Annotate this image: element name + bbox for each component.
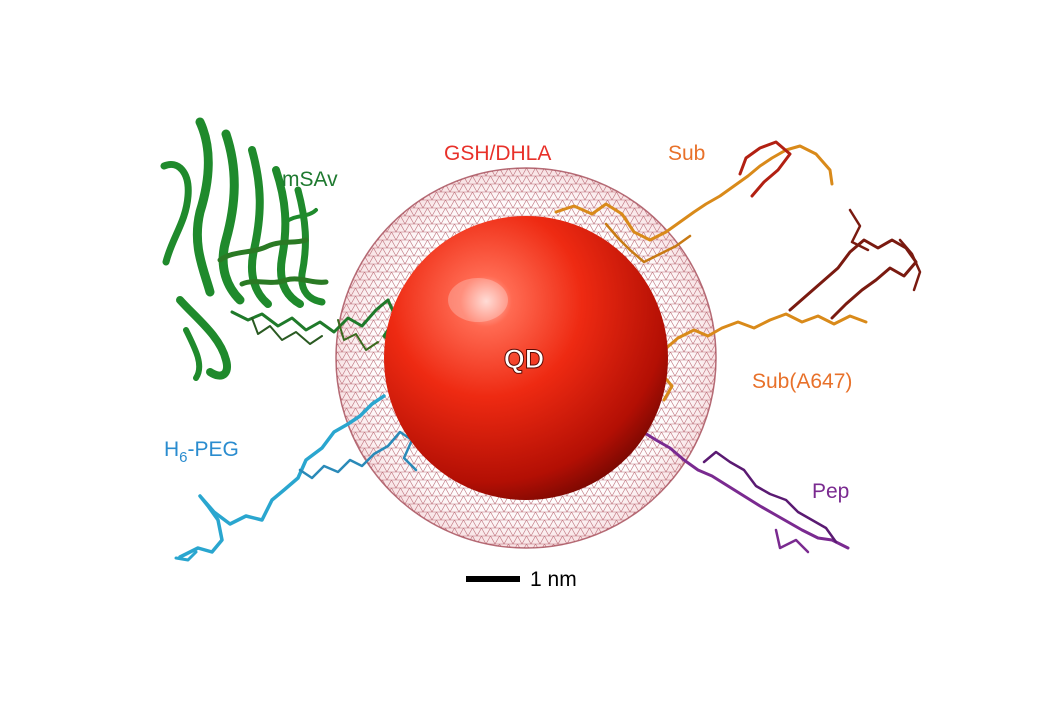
peg-label: H6-PEG [164,438,239,466]
peg-label-subscript: 6 [179,449,187,466]
qd-core-highlight [448,278,508,322]
qd-label: QD [504,344,545,374]
peg-label-prefix: H [164,438,179,461]
peg-chain [174,394,418,562]
shell-label: GSH/DHLA [444,142,551,165]
sub-label: Sub [668,142,705,165]
msav-label: mSAv [282,168,338,191]
pep-chain [638,428,850,554]
peg-label-suffix: -PEG [188,438,239,461]
sub-a647-chain [658,208,922,402]
pep-label: Pep [812,480,849,503]
sub-chain [554,140,834,264]
msav-protein [160,117,329,381]
scale-bar [466,576,520,582]
sub-a647-label: Sub(A647) [752,370,852,393]
qd-core [384,216,668,500]
scale-bar-label: 1 nm [530,568,577,591]
